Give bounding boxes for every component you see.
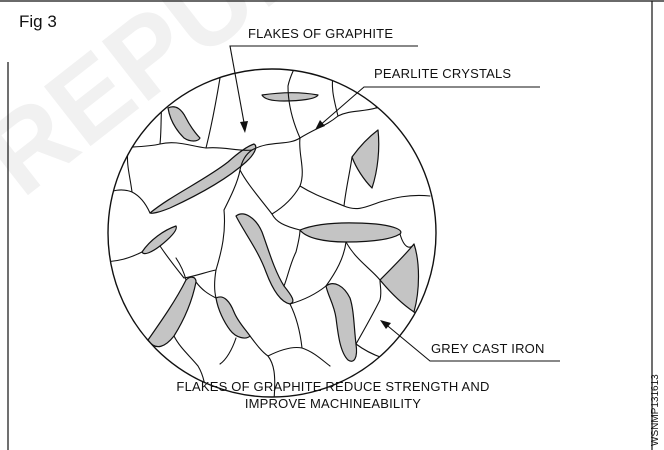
graphite-flake	[168, 107, 200, 141]
figure-code: WSNMP131613	[650, 374, 661, 446]
grain-boundary	[224, 170, 272, 214]
grain-boundary	[272, 214, 300, 230]
grain-boundary	[120, 316, 148, 340]
grain-boundary	[284, 230, 300, 286]
grain-boundary	[346, 242, 380, 280]
grain-boundary	[332, 70, 338, 116]
graphite-flake	[380, 244, 419, 312]
arrowhead-flakes-of-graphite	[240, 121, 248, 133]
grain-boundary	[100, 143, 252, 151]
grain-boundary	[400, 234, 414, 247]
caption-line-2: IMPROVE MACHINEABILITY	[128, 395, 538, 412]
grain-boundary	[127, 150, 132, 192]
label-grey-cast-iron: GREY CAST IRON	[431, 341, 545, 356]
grain-boundary	[356, 280, 381, 344]
grain-boundary	[215, 270, 217, 298]
graphite-flake	[326, 284, 357, 362]
grey-cast-iron-microstructure	[100, 64, 440, 400]
grain-boundary	[326, 242, 346, 286]
graphite-flake	[300, 223, 401, 242]
grain-boundary	[100, 190, 150, 213]
grain-boundary	[268, 347, 330, 366]
figure-number: Fig 3	[19, 12, 57, 32]
graphite-flake	[148, 277, 196, 346]
grain-boundary	[220, 338, 236, 364]
grain-boundary	[272, 138, 302, 214]
graphite-flake	[216, 297, 250, 338]
grain-boundary	[100, 252, 142, 262]
grain-boundary	[206, 78, 220, 148]
figure-caption: FLAKES OF GRAPHITE REDUCE STRENGTH AND I…	[128, 378, 538, 412]
caption-line-1: FLAKES OF GRAPHITE REDUCE STRENGTH AND	[128, 378, 538, 395]
grain-boundary	[160, 246, 216, 278]
grain-boundary	[290, 304, 302, 348]
label-pearlite-crystals: PEARLITE CRYSTALS	[374, 66, 511, 81]
grain-boundary	[196, 282, 216, 298]
label-flakes-of-graphite: FLAKES OF GRAPHITE	[248, 26, 393, 41]
graphite-flake	[236, 214, 293, 304]
leader-pearlite-crystals	[318, 87, 540, 127]
grain-boundary	[414, 312, 440, 324]
graphite-flake	[142, 226, 176, 254]
grain-boundary	[216, 210, 225, 270]
graphite-flake	[262, 93, 318, 101]
grain-boundary	[300, 186, 430, 209]
graphite-flake	[352, 130, 379, 188]
grain-boundary	[344, 157, 352, 206]
grain-boundary	[290, 286, 326, 304]
graphite-flake	[150, 144, 256, 213]
